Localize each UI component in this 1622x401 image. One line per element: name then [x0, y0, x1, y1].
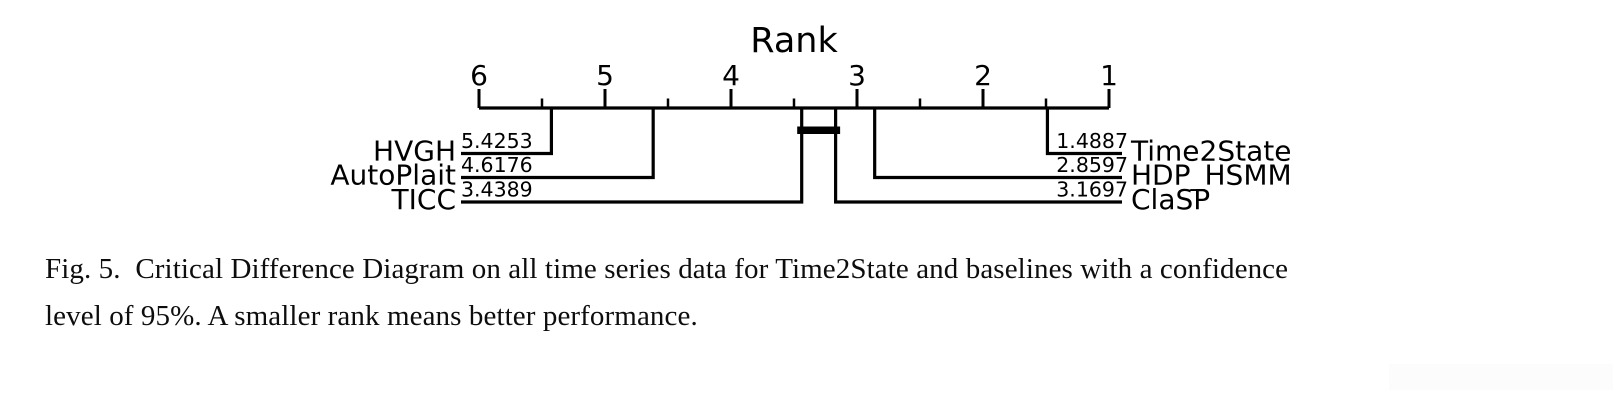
method-rank-value: 4.6176	[461, 153, 533, 177]
tick-label: 6	[470, 59, 488, 92]
tick-label: 1	[1100, 59, 1118, 92]
method-rank-value: 1.4887	[1056, 129, 1128, 153]
method-connector	[873, 108, 1122, 180]
caption-line-2: level of 95%. A smaller rank means bette…	[45, 300, 698, 332]
method-label: Time2State	[1130, 135, 1291, 168]
method-connector	[1045, 108, 1122, 156]
method-label: TICC	[391, 183, 456, 216]
tick-label: 5	[596, 59, 614, 92]
tick-label: 3	[848, 59, 866, 92]
method-rank-value: 3.1697	[1056, 178, 1128, 202]
figure-caption: Fig. 5. Critical Difference Diagram on a…	[45, 246, 1288, 340]
tick-label: 2	[974, 59, 992, 92]
method-rank-value: 3.4389	[461, 178, 533, 202]
method-rank-value: 2.8597	[1056, 153, 1128, 177]
method-label: ClaSP	[1131, 183, 1210, 216]
caption-line-1: Fig. 5. Critical Difference Diagram on a…	[45, 253, 1289, 285]
method-label: HVGH	[373, 135, 456, 168]
method-rank-value: 5.4253	[461, 129, 533, 153]
faint-highlight-box	[1389, 364, 1613, 390]
method-label: HDP_HSMM	[1131, 159, 1292, 192]
clique-bar	[797, 126, 841, 134]
method-connector	[834, 108, 1122, 204]
method-connector	[461, 108, 655, 180]
method-connector	[461, 108, 554, 156]
method-connector	[461, 108, 804, 204]
axis-title: Rank	[750, 21, 838, 61]
tick-label: 4	[722, 59, 740, 92]
method-label: AutoPlait	[330, 159, 456, 192]
